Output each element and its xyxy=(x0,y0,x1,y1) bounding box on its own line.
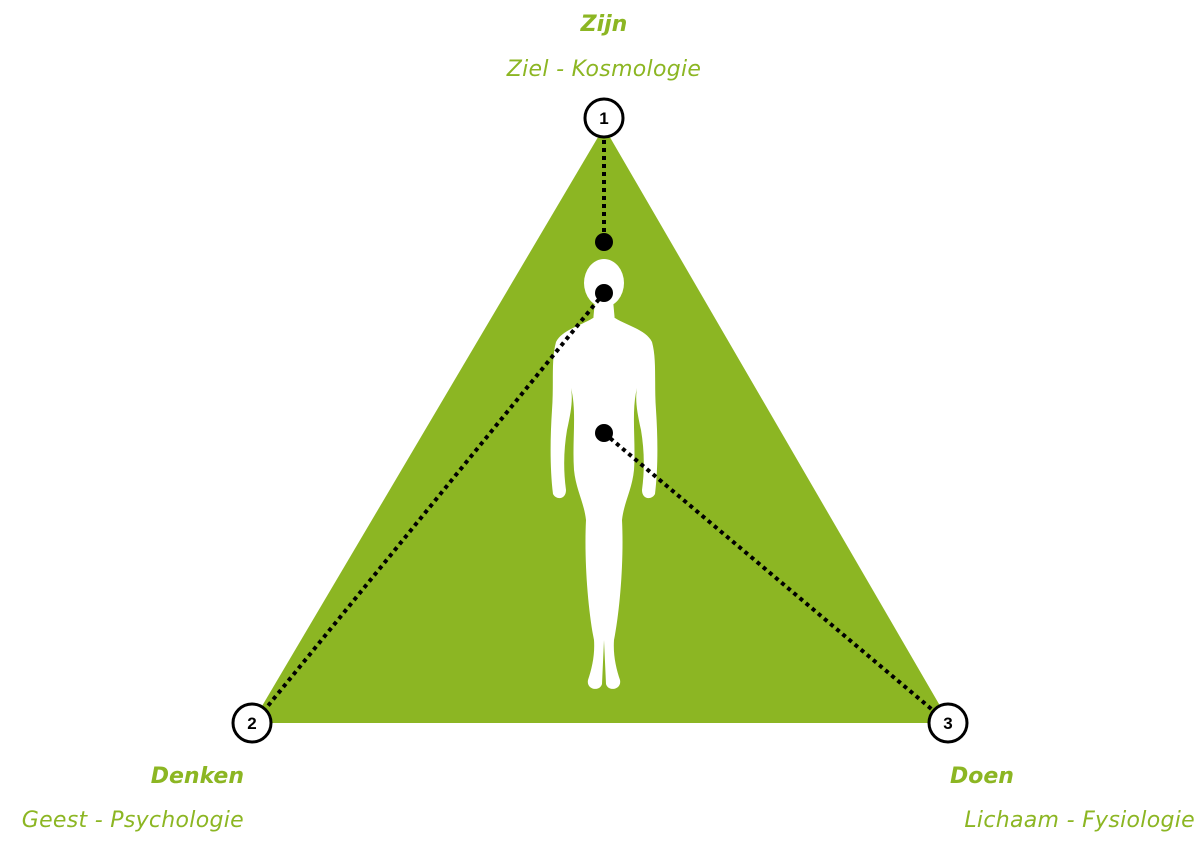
body-point-head xyxy=(595,284,613,302)
body-point-crown xyxy=(595,233,613,251)
zijn-title: Zijn xyxy=(581,12,628,37)
body-point-belly xyxy=(595,424,613,442)
zijn-subtitle: Ziel - Kosmologie xyxy=(507,57,702,82)
node-2: 2 xyxy=(233,704,271,742)
node-1: 1 xyxy=(585,99,623,137)
denken-title: Denken xyxy=(151,764,244,789)
node-1-number: 1 xyxy=(599,109,608,128)
node-2-number: 2 xyxy=(247,714,256,733)
doen-title: Doen xyxy=(950,764,1014,789)
denken-subtitle: Geest - Psychologie xyxy=(22,808,244,833)
doen-subtitle: Lichaam - Fysiologie xyxy=(964,808,1195,833)
node-3: 3 xyxy=(929,704,967,742)
node-3-number: 3 xyxy=(943,714,952,733)
